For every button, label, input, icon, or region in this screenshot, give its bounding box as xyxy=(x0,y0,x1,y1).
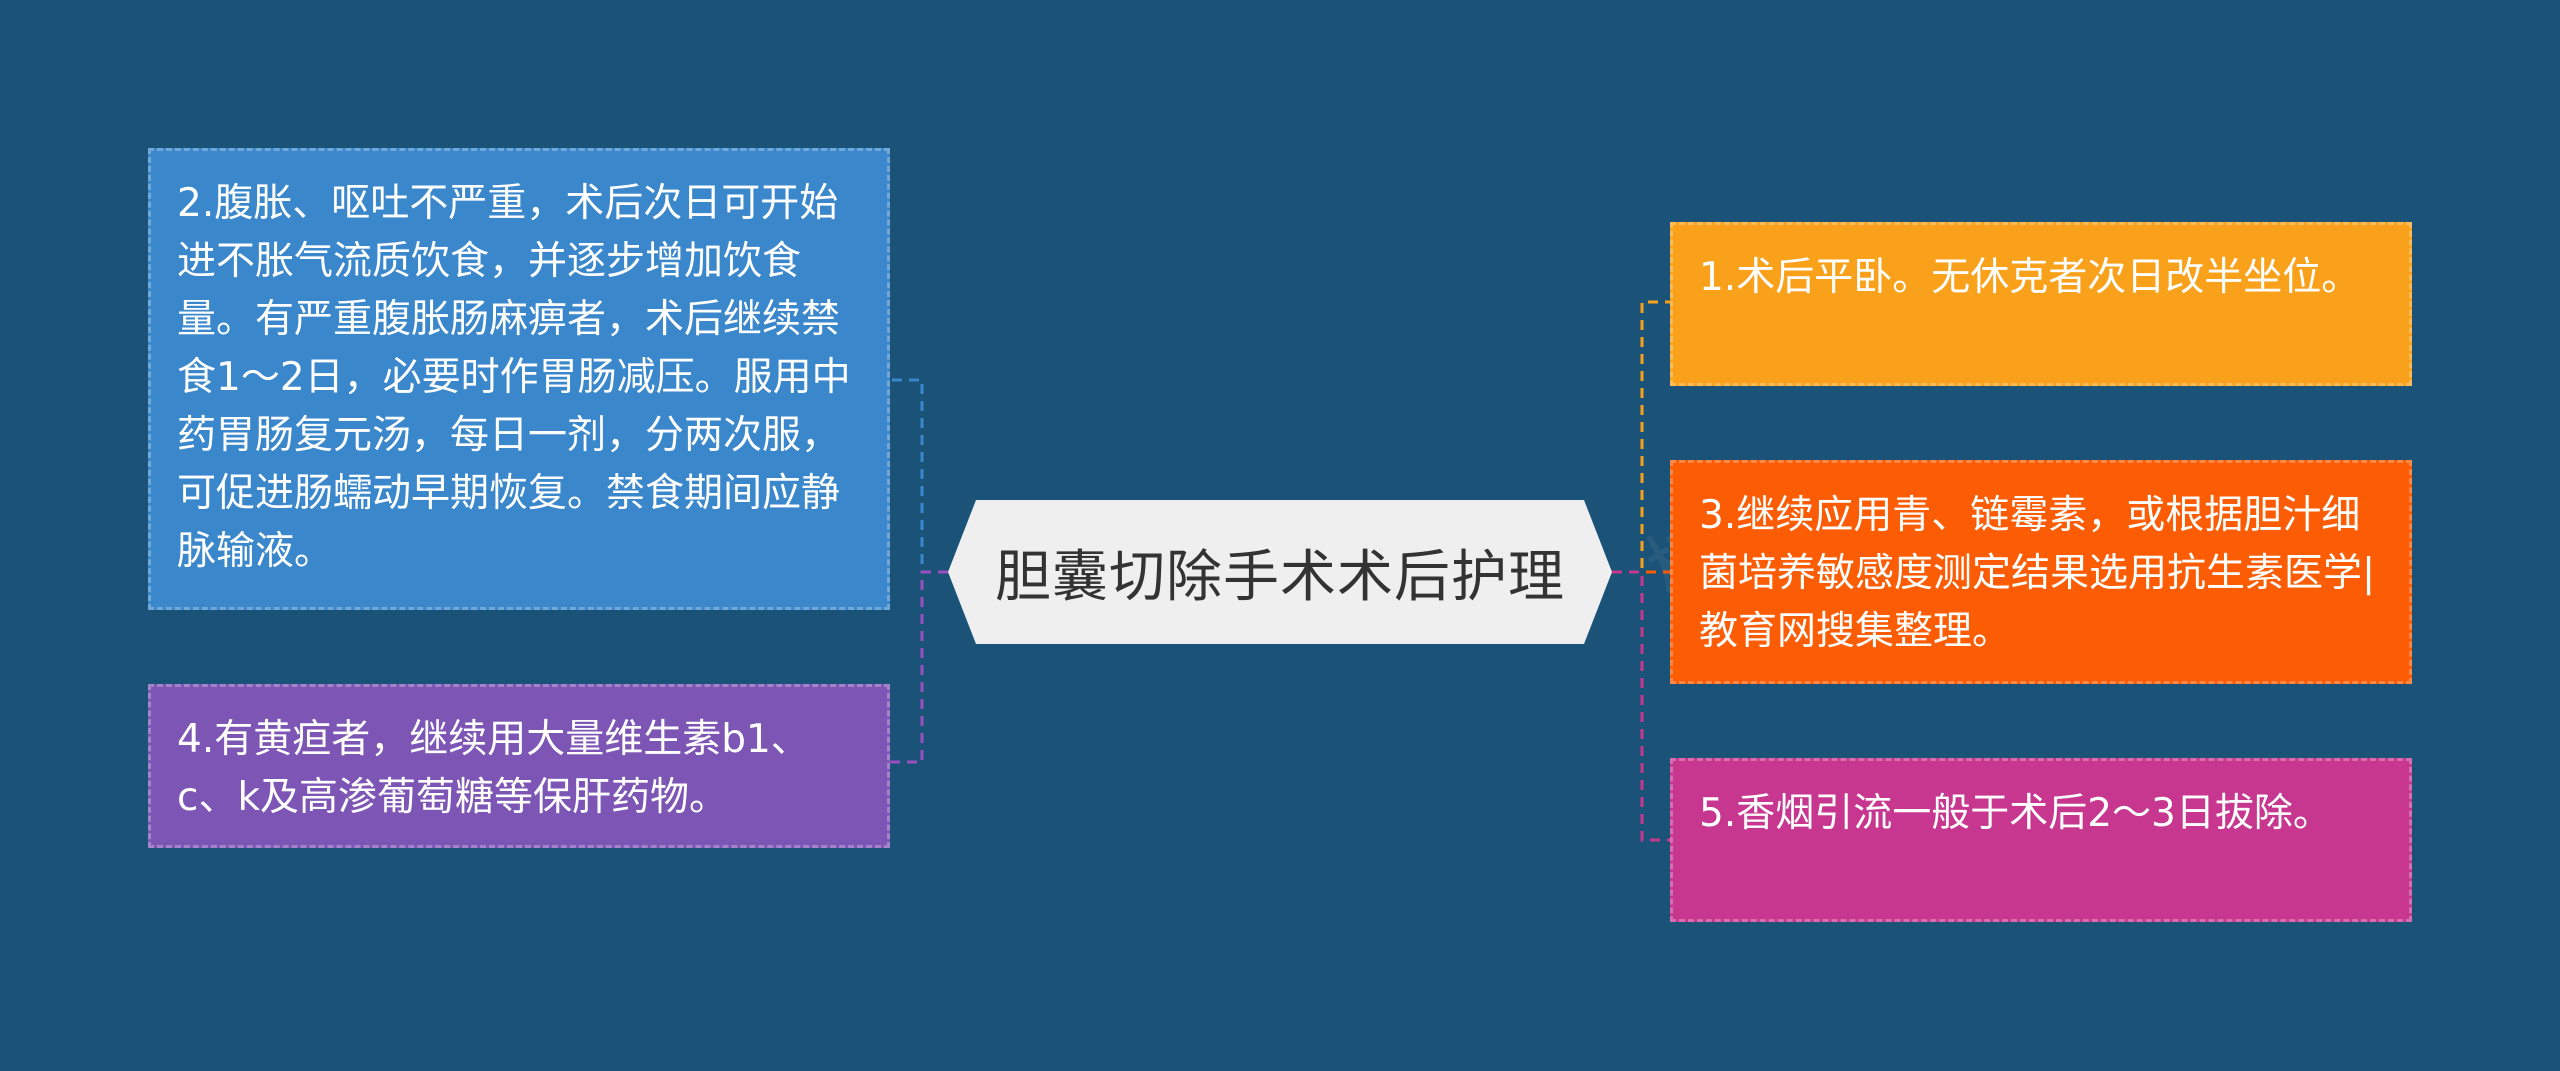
topic-node-1[interactable]: 1.术后平卧。无休克者次日改半坐位。 xyxy=(1670,222,2412,386)
topic-node-5[interactable]: 5.香烟引流一般于术后2～3日拔除。 xyxy=(1670,758,2412,922)
topic-node-3[interactable]: 3.继续应用青、链霉素，或根据胆汁细菌培养敏感度测定结果选用抗生素医学|教育网搜… xyxy=(1670,460,2412,684)
topic-node-5-text: 5.香烟引流一般于术后2～3日拔除。 xyxy=(1699,791,2332,836)
central-topic[interactable]: 胆囊切除手术术后护理 xyxy=(948,500,1612,644)
topic-node-4[interactable]: 4.有黄疸者，继续用大量维生素b1、c、k及高渗葡萄糖等保肝药物。 xyxy=(148,684,890,848)
connector-center-to-b1 xyxy=(1612,300,1670,574)
topic-node-2[interactable]: 2.腹胀、呕吐不严重，术后次日可开始进不胀气流质饮食，并逐步增加饮食量。有严重腹… xyxy=(148,148,890,610)
topic-node-1-text: 1.术后平卧。无休克者次日改半坐位。 xyxy=(1699,255,2361,300)
connector-center-to-b2 xyxy=(890,378,948,574)
topic-node-3-text: 3.继续应用青、链霉素，或根据胆汁细菌培养敏感度测定结果选用抗生素医学|教育网搜… xyxy=(1699,493,2376,654)
topic-node-2-text: 2.腹胀、呕吐不严重，术后次日可开始进不胀气流质饮食，并逐步增加饮食量。有严重腹… xyxy=(177,181,851,574)
connector-center-to-b4 xyxy=(890,570,948,764)
central-topic-label: 胆囊切除手术术后护理 xyxy=(995,544,1565,610)
topic-node-4-text: 4.有黄疸者，继续用大量维生素b1、c、k及高渗葡萄糖等保肝药物。 xyxy=(177,717,810,820)
connector-center-to-b5 xyxy=(1612,570,1670,842)
